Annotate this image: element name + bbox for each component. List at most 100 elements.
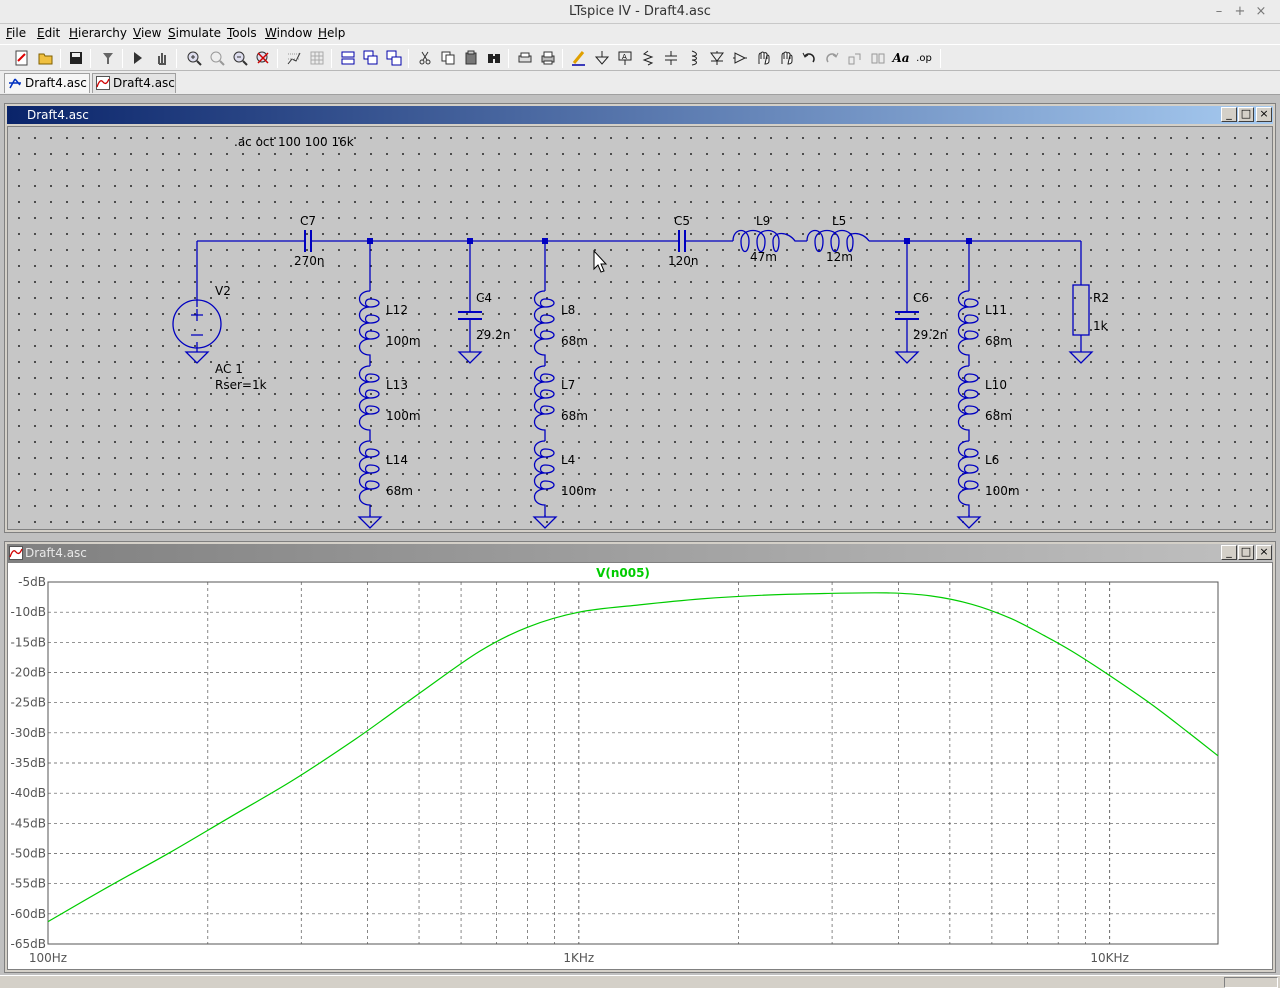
label-r2-value: 1k xyxy=(1093,319,1108,333)
grid-icon[interactable] xyxy=(307,48,327,68)
ground-icon[interactable] xyxy=(592,48,612,68)
menu-hierarchy[interactable]: Hierarchy xyxy=(69,26,128,40)
schematic-minimize-button[interactable]: _ xyxy=(1221,107,1237,122)
minimize-button[interactable]: – xyxy=(1215,4,1223,19)
spice-directive-icon[interactable]: .op xyxy=(916,52,932,64)
menu-view[interactable]: View xyxy=(133,26,162,40)
waveform-window-caption[interactable]: Draft4.asc _ □ × xyxy=(7,544,1273,562)
status-bar xyxy=(0,975,1280,988)
spice-directive[interactable]: .ac oct 100 100 16k xyxy=(234,135,354,149)
rotate-icon[interactable] xyxy=(845,48,865,68)
capacitor-c5[interactable] xyxy=(678,230,686,252)
run-icon[interactable] xyxy=(128,48,148,68)
resistor-icon[interactable] xyxy=(638,48,658,68)
zoom-area-icon[interactable] xyxy=(207,48,227,68)
y-tick-label: -45dB xyxy=(11,816,46,830)
y-tick-label: -55dB xyxy=(11,877,46,891)
print-icon[interactable] xyxy=(538,48,558,68)
schematic-window: Draft4.asc _ □ × xyxy=(4,103,1276,533)
redo-icon[interactable] xyxy=(822,48,842,68)
cascade-icon[interactable] xyxy=(361,48,381,68)
inductor-l10[interactable] xyxy=(957,365,979,441)
tile-horizontal-icon[interactable] xyxy=(338,48,358,68)
copy-icon[interactable] xyxy=(438,48,458,68)
inductor-l6[interactable] xyxy=(957,440,979,516)
save-icon[interactable] xyxy=(66,48,86,68)
trace-v-n005[interactable] xyxy=(47,592,1219,923)
label-l4-name: L4 xyxy=(561,453,575,467)
menu-help[interactable]: Help xyxy=(318,26,346,40)
label-c5-value: 120n xyxy=(668,254,699,268)
label-l9-name: L9 xyxy=(756,214,770,228)
drag-icon[interactable] xyxy=(776,48,796,68)
inductor-l12[interactable] xyxy=(358,290,380,366)
schematic-restore-button[interactable]: □ xyxy=(1238,107,1254,122)
waveform-restore-button[interactable]: □ xyxy=(1238,545,1254,560)
capacitor-c4[interactable] xyxy=(458,311,482,320)
resistor-r2[interactable] xyxy=(1072,284,1090,336)
label-l10-name: L10 xyxy=(985,378,1007,392)
inductor-l13[interactable] xyxy=(358,365,380,441)
control-panel-icon[interactable] xyxy=(98,48,118,68)
ground-symbol xyxy=(1068,351,1094,364)
label-v2-value: AC 1 xyxy=(215,362,243,376)
tile-vertical-icon[interactable] xyxy=(384,48,404,68)
label-l14-name: L14 xyxy=(386,453,408,467)
zoom-fit-icon[interactable] xyxy=(253,48,273,68)
capacitor-icon[interactable] xyxy=(661,48,681,68)
junction-dots xyxy=(367,238,972,244)
inductor-icon[interactable] xyxy=(684,48,704,68)
find-icon[interactable] xyxy=(484,48,504,68)
maximize-button[interactable]: + xyxy=(1234,4,1246,19)
waveform-minimize-button[interactable]: _ xyxy=(1221,545,1237,560)
schematic-window-caption[interactable]: Draft4.asc _ □ × xyxy=(7,106,1273,124)
label-l12-value: 100m xyxy=(386,334,421,348)
schematic-canvas[interactable]: .ac oct 100 100 16k C7 270n C5 120n L9 4… xyxy=(7,126,1273,530)
menu-file[interactable]: File xyxy=(6,26,27,40)
autorange-icon[interactable] xyxy=(284,48,304,68)
menu-window[interactable]: Window xyxy=(265,26,313,40)
open-icon[interactable] xyxy=(36,48,56,68)
undo-icon[interactable] xyxy=(799,48,819,68)
label-c7-name: C7 xyxy=(300,214,316,228)
mirror-icon[interactable] xyxy=(868,48,888,68)
print-setup-icon[interactable] xyxy=(515,48,535,68)
schematic-close-button[interactable]: × xyxy=(1256,107,1272,122)
zoom-in-icon[interactable] xyxy=(184,48,204,68)
voltage-source-v2[interactable] xyxy=(172,299,222,349)
menu-edit[interactable]: Edit xyxy=(37,26,61,40)
capacitor-c7[interactable] xyxy=(304,230,312,252)
capacitor-c6[interactable] xyxy=(895,311,919,320)
inductor-l14[interactable] xyxy=(358,440,380,516)
halt-icon[interactable] xyxy=(152,48,172,68)
trace-label[interactable]: V(n005) xyxy=(596,566,650,580)
waveform-plot-pane[interactable]: -5dB-10dB-15dB-20dB-25dB-30dB-35dB-40dB-… xyxy=(7,562,1273,970)
y-tick-label: -5dB xyxy=(18,575,46,589)
component-icon[interactable] xyxy=(730,48,750,68)
inductor-l7[interactable] xyxy=(533,365,555,441)
inductor-l11[interactable] xyxy=(957,290,979,366)
inductor-l8[interactable] xyxy=(533,290,555,366)
menu-tools[interactable]: Tools xyxy=(227,26,257,40)
draw-wire-icon[interactable] xyxy=(569,48,589,68)
menu-simulate[interactable]: Simulate xyxy=(168,26,222,40)
text-icon[interactable]: Aa xyxy=(892,51,910,65)
inductor-l9[interactable] xyxy=(732,229,807,253)
label-v2-rser: Rser=1k xyxy=(215,378,267,392)
diode-icon[interactable] xyxy=(707,48,727,68)
cut-icon[interactable] xyxy=(415,48,435,68)
zoom-out-icon[interactable] xyxy=(230,48,250,68)
move-icon[interactable] xyxy=(753,48,773,68)
tab-schematic[interactable]: Draft4.asc xyxy=(4,73,90,93)
inductor-l4[interactable] xyxy=(533,440,555,516)
paste-icon[interactable] xyxy=(461,48,481,68)
waveform-close-button[interactable]: × xyxy=(1256,545,1272,560)
label-net-icon[interactable]: A xyxy=(615,48,635,68)
y-tick-label: -25dB xyxy=(11,696,46,710)
y-tick-label: -20dB xyxy=(11,666,46,680)
label-l5-name: L5 xyxy=(832,214,846,228)
new-schematic-icon[interactable] xyxy=(12,48,32,68)
close-button[interactable]: × xyxy=(1255,4,1267,19)
tab-waveform[interactable]: Draft4.asc xyxy=(92,73,176,93)
inductor-l5[interactable] xyxy=(806,229,870,253)
